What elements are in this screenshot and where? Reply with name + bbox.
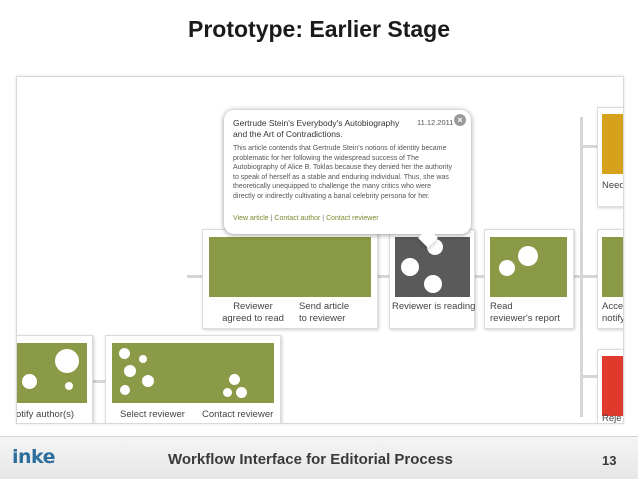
slide-title: Prototype: Earlier Stage (187, 16, 451, 42)
card-label-select-reviewer: Select reviewer (120, 409, 185, 420)
status-dot (424, 275, 442, 293)
status-dot (22, 374, 37, 389)
card-label-line: Send article (299, 301, 350, 312)
popup-links: View article | Contact author | Contact … (233, 215, 379, 222)
status-dot (223, 388, 232, 397)
link-separator: | (322, 215, 325, 222)
card-label-line: to reviewer (299, 313, 346, 324)
view-article-link[interactable]: View article (233, 215, 269, 222)
card-thumbnail (395, 237, 470, 297)
card-label: otify author(s) (16, 409, 75, 420)
status-dot (518, 246, 538, 266)
card-thumbnail (602, 356, 623, 416)
inke-logo: inke (12, 446, 56, 468)
article-popup: Gertrude Stein's Everybody's Autobiograp… (224, 110, 471, 248)
card-thumbnail (209, 237, 371, 297)
card-label-line: notify (602, 313, 624, 324)
connector-line (580, 117, 583, 417)
status-dot (142, 375, 154, 387)
connector-line (187, 275, 215, 278)
workflow-card-reject[interactable]: Reje (597, 349, 623, 424)
workflow-card-read-report[interactable]: Read reviewer's report (484, 229, 574, 329)
card-label-line: Reviewer (233, 301, 273, 312)
link-separator: | (270, 215, 273, 222)
status-dot (65, 382, 73, 390)
workflow-card-select-contact[interactable]: Select reviewer Contact reviewer (105, 335, 281, 423)
card-label: Acce notify (602, 301, 624, 325)
contact-author-link[interactable]: Contact author (274, 215, 321, 222)
status-dot (499, 260, 515, 276)
card-label-line: Read (490, 301, 513, 312)
workflow-card-need[interactable]: Need (597, 107, 624, 207)
status-dot (229, 374, 240, 385)
slide-footer: inke Workflow Interface for Editorial Pr… (0, 436, 638, 479)
status-dot (119, 348, 130, 359)
workflow-card-accept-notify[interactable]: Acce notify (597, 229, 624, 329)
card-label: Read reviewer's report (490, 301, 560, 325)
card-thumbnail (112, 343, 274, 403)
status-dot (401, 258, 419, 276)
connector-line (580, 145, 600, 148)
contact-reviewer-link[interactable]: Contact reviewer (326, 215, 379, 222)
workflow-card-reviewer-reading[interactable]: Reviewer is reading (389, 229, 475, 329)
status-dot (236, 387, 247, 398)
card-label-contact-reviewer: Contact reviewer (202, 409, 274, 420)
page-number: 13 (602, 453, 617, 468)
card-thumbnail (17, 343, 87, 403)
card-label: Reje (602, 413, 622, 424)
card-label-line: agreed to read (222, 313, 284, 324)
status-dot (139, 355, 147, 363)
card-label-send-article: Send article to reviewer (299, 301, 349, 325)
status-dot (120, 385, 130, 395)
connector-line (572, 275, 599, 278)
connector-line (92, 380, 106, 383)
connector-line (377, 275, 393, 278)
card-thumbnail (602, 114, 623, 174)
card-thumbnail (602, 237, 623, 297)
popup-date: 11.12.2011 (417, 118, 454, 127)
footer-title: Workflow Interface for Editorial Process (168, 451, 453, 468)
connector-line (580, 375, 600, 378)
workflow-card-agreed-send[interactable]: Reviewer agreed to read Send article to … (202, 229, 378, 329)
status-dot (124, 365, 136, 377)
popup-article-title: Gertrude Stein's Everybody's Autobiograp… (233, 118, 400, 139)
card-label: Need (602, 180, 624, 191)
card-label: Reviewer is reading (392, 301, 476, 312)
workflow-card-notify-author[interactable]: otify author(s) (16, 335, 93, 423)
popup-abstract: This article contends that Gertrude Stei… (233, 145, 452, 200)
card-label-line: Acce (602, 301, 624, 312)
close-icon[interactable]: × (454, 114, 466, 126)
card-thumbnail (490, 237, 567, 297)
status-dot (55, 349, 79, 373)
connector-line (472, 275, 488, 278)
card-label-line: reviewer's report (490, 313, 560, 324)
card-label-reviewer-agreed: Reviewer agreed to read (219, 301, 287, 325)
